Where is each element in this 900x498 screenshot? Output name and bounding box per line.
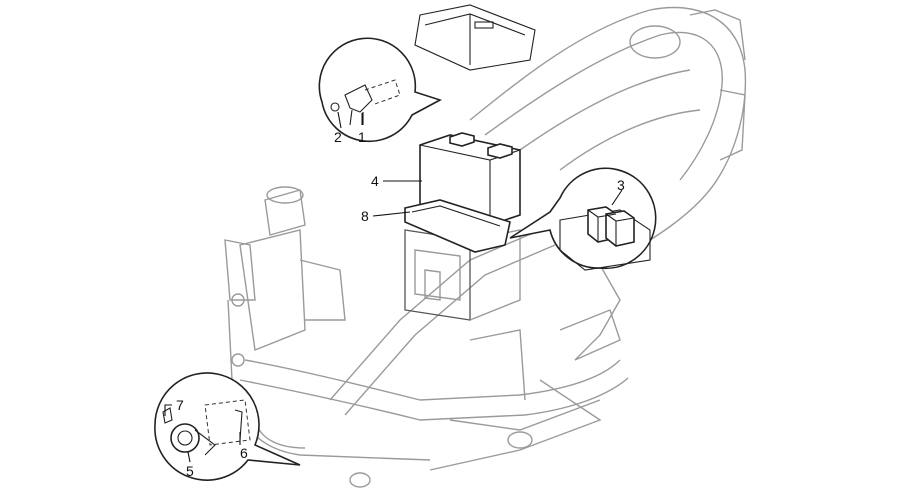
relay-icon (587, 206, 635, 247)
callout-1: 1 (358, 129, 366, 145)
screw-icon (330, 102, 340, 112)
callout-6: 6 (240, 445, 248, 461)
bracket-icon (344, 79, 401, 126)
callout-2: 2 (334, 129, 342, 145)
detail-bubble-horn (154, 372, 301, 481)
horn-icon (170, 423, 216, 456)
battery-pad (404, 199, 511, 253)
callout-7: 7 (176, 397, 184, 413)
callout-5: 5 (186, 463, 194, 479)
leader-lines (164, 111, 623, 463)
callout-8: 8 (361, 208, 369, 224)
detail-bubble-relay-bracket (318, 37, 443, 143)
glovebox-icon (414, 4, 536, 71)
callout-3: 3 (617, 177, 625, 193)
callout-4: 4 (371, 173, 379, 189)
